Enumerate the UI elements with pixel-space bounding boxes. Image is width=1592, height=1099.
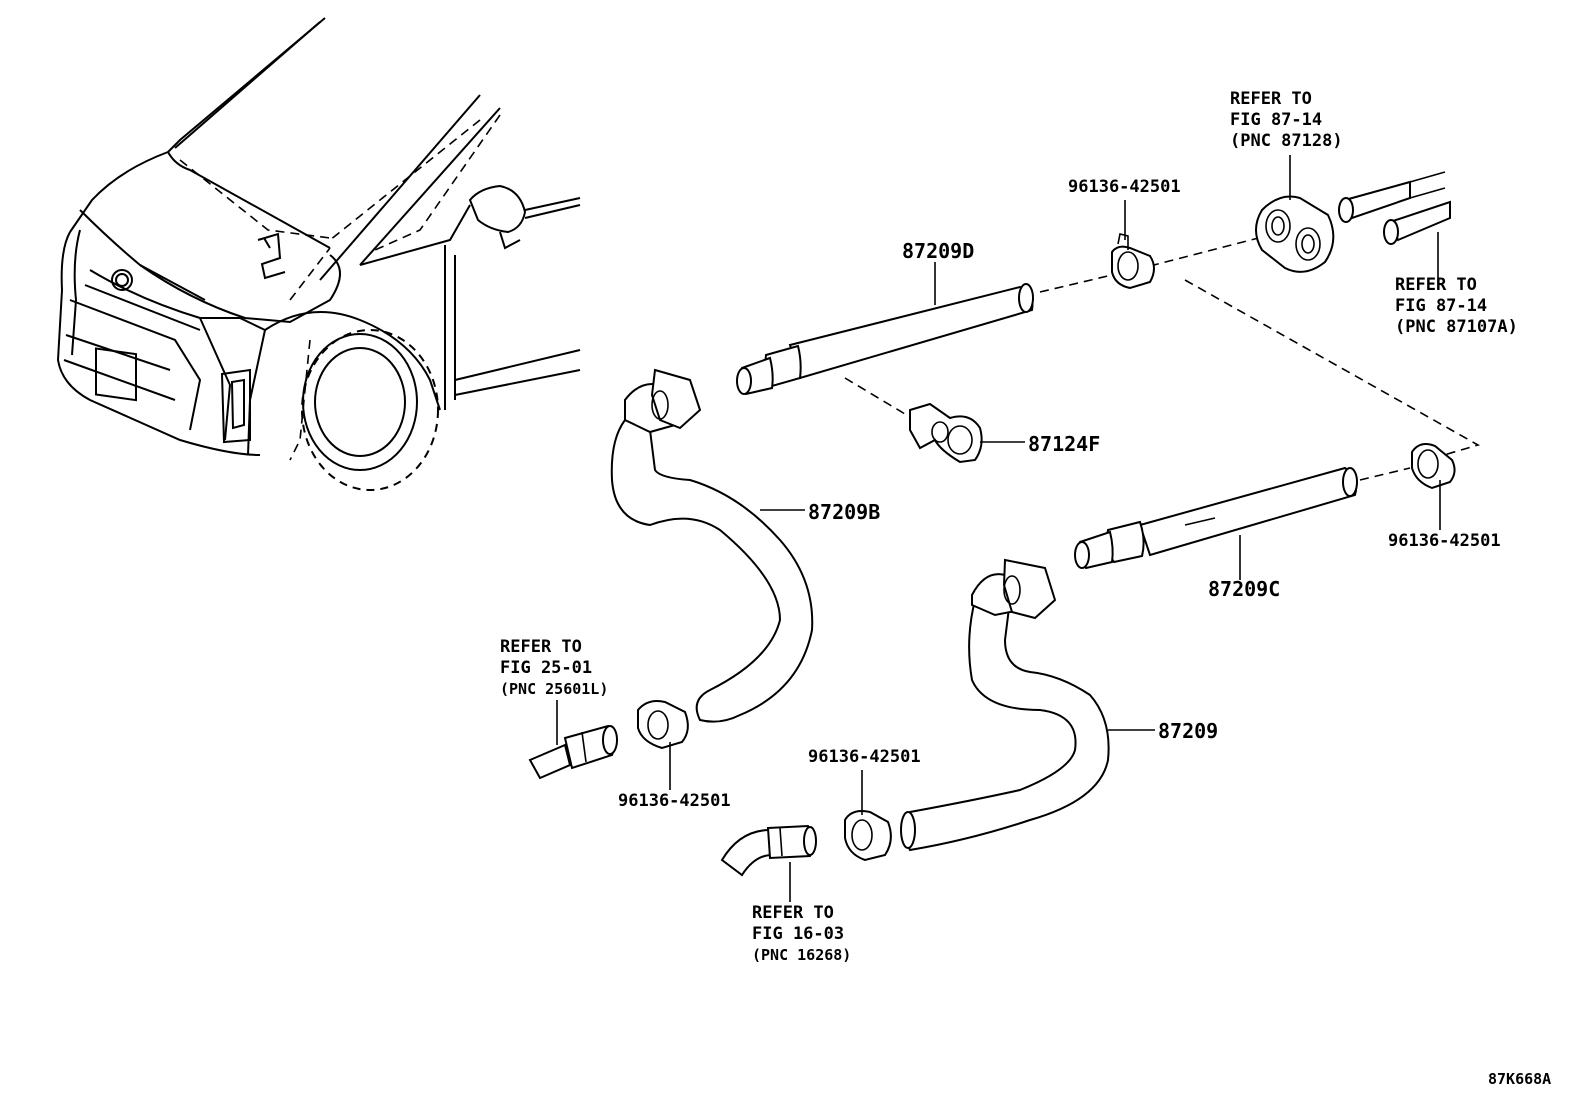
ref-87107A-line3: (PNC 87107A) <box>1395 317 1518 337</box>
hose-87209B <box>610 368 814 723</box>
leader-lines <box>556 155 1441 902</box>
ref-87128-line1: REFER TO <box>1230 89 1312 109</box>
ref-16268-line1: REFER TO <box>752 903 834 923</box>
ref-16268-line2: FIG 16-03 <box>752 924 844 944</box>
label-clamp-right: 96136-42501 <box>1388 531 1501 551</box>
pipe-16268 <box>720 824 817 877</box>
figure-code: 87K668A <box>1488 1070 1551 1088</box>
clamp-96136-top <box>1111 233 1155 290</box>
ref-87128-line3: (PNC 87128) <box>1230 131 1343 151</box>
bracket-87124F <box>909 402 983 464</box>
pipe-87209D <box>736 283 1034 396</box>
ref-25601L-line2: FIG 25-01 <box>500 658 592 678</box>
clamp-96136-right <box>1411 443 1456 490</box>
clamp-96136-bottom <box>844 810 892 862</box>
label-clamp-left: 96136-42501 <box>618 791 731 811</box>
ref-87107A-line1: REFER TO <box>1395 275 1477 295</box>
pipe-87107A <box>1338 171 1451 245</box>
pipe-25601L <box>528 724 618 780</box>
grommet-87128 <box>1255 195 1335 273</box>
label-87209C: 87209C <box>1208 577 1280 601</box>
ref-25601L-line1: REFER TO <box>500 637 582 657</box>
label-clamp-bottom: 96136-42501 <box>808 747 921 767</box>
label-clamp-top: 96136-42501 <box>1068 177 1181 197</box>
label-87209D: 87209D <box>902 239 974 263</box>
ref-25601L-line3: (PNC 25601L) <box>500 680 608 698</box>
ref-16268-line3: (PNC 16268) <box>752 946 851 964</box>
label-87209: 87209 <box>1158 719 1218 743</box>
clamp-96136-left <box>637 700 689 750</box>
pipe-87209C <box>1074 466 1358 570</box>
ref-87107A-line2: FIG 87-14 <box>1395 296 1487 316</box>
ref-87128-line2: FIG 87-14 <box>1230 110 1322 130</box>
label-87209B: 87209B <box>808 500 880 524</box>
labels: 87209D 96136-42501 REFER TO FIG 87-14 (P… <box>500 89 1551 1088</box>
label-87124F: 87124F <box>1028 432 1100 456</box>
hose-87209 <box>900 558 1110 852</box>
vehicle-front-illustration <box>56 17 581 491</box>
